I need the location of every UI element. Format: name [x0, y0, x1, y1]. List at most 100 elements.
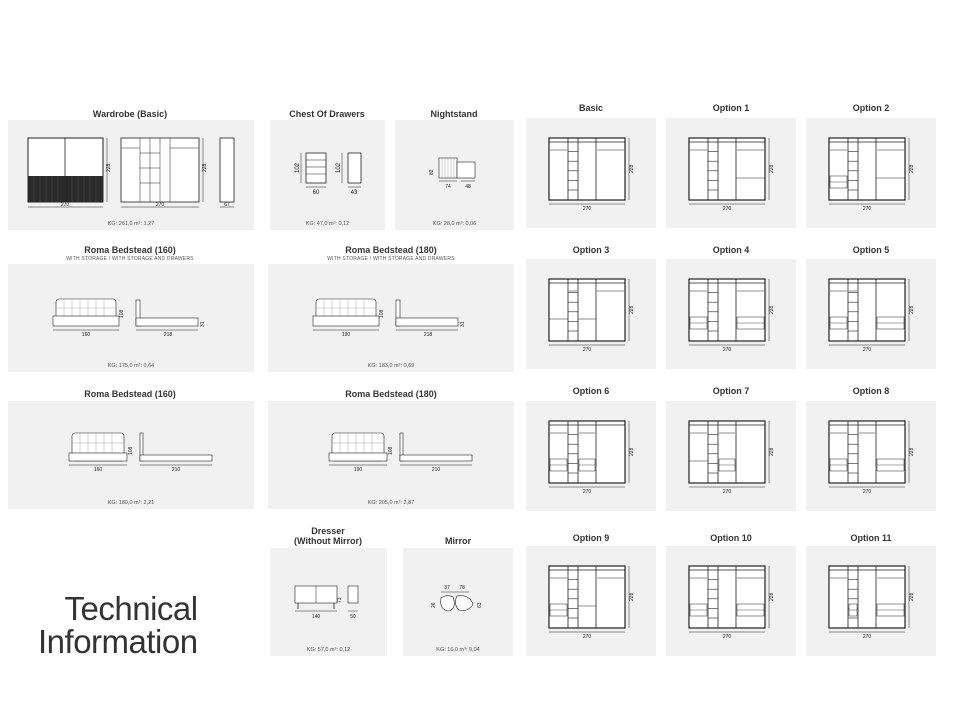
option-card-4: 270 228 — [666, 259, 796, 369]
svg-text:108: 108 — [388, 446, 394, 455]
option-wardrobe-drawing: 270 228 — [828, 137, 915, 212]
nightstand-info: KG: 28,0 m³: 0,06 — [432, 221, 477, 227]
bedstead-180-storage-subtitle: WITH STORAGE / WITH STORAGE AND DRAWERS — [327, 256, 455, 262]
option-title-11: Option 11 — [850, 533, 892, 543]
nightstand-card: 82 74 48 KG: 28,0 m³: 0,06 — [395, 120, 514, 230]
bedstead-160-drawing: 160 108 210 — [68, 432, 213, 473]
svg-text:190: 190 — [354, 467, 363, 473]
page-title-line-2: Information — [38, 623, 198, 660]
option-height-dim: 228 — [629, 592, 635, 601]
option-width-dim: 270 — [723, 489, 732, 495]
option-height-dim: 228 — [629, 305, 635, 314]
option-title-3: Option 3 — [572, 245, 610, 255]
option-title-8: Option 8 — [852, 386, 890, 396]
svg-text:210: 210 — [172, 467, 181, 473]
nightstand-title: Nightstand — [430, 109, 478, 119]
svg-text:218: 218 — [164, 332, 173, 338]
svg-text:26: 26 — [431, 602, 437, 608]
option-width-dim: 270 — [863, 634, 872, 640]
option-card-0: 270 228 — [526, 118, 656, 228]
page-title-line-1: Technical — [64, 590, 199, 627]
bedstead-160-storage-info: KG: 175,0 m³: 0,64 — [107, 363, 155, 369]
dresser-info: KG: 57,0 m³: 0,12 — [306, 647, 351, 653]
option-height-dim: 228 — [909, 592, 915, 601]
option-width-dim: 270 — [583, 489, 592, 495]
svg-text:67: 67 — [224, 202, 230, 208]
option-title-4: Option 4 — [712, 245, 750, 255]
svg-text:78: 78 — [459, 585, 465, 591]
option-width-dim: 270 — [583, 634, 592, 640]
option-width-dim: 270 — [583, 206, 592, 212]
option-height-dim: 228 — [629, 447, 635, 456]
option-title-5: Option 5 — [852, 245, 890, 255]
bedstead-160-card: 160 108 210 KG: 180,0 m³: 2,21 — [8, 401, 254, 509]
option-height-dim: 228 — [769, 592, 775, 601]
option-height-dim: 228 — [909, 305, 915, 314]
bedstead-180-title: Roma Bedstead (180) — [345, 389, 437, 399]
option-card-3: 270 228 — [526, 259, 656, 369]
bedstead-180-info: KG: 205,0 m³: 2,87 — [367, 500, 415, 506]
option-title-10: Option 10 — [710, 533, 752, 543]
option-wardrobe-drawing: 270 228 — [688, 420, 775, 495]
bedstead-160-storage-title: Roma Bedstead (160) — [84, 245, 176, 255]
svg-text:82: 82 — [429, 169, 435, 175]
option-height-dim: 228 — [769, 164, 775, 173]
chest-of-drawers-card: 102 60 102 43 KG: 47,0 m³: 0,12 — [270, 120, 385, 230]
option-wardrobe-drawing: 270 228 — [548, 278, 635, 353]
wardrobe-title: Wardrobe (Basic) — [92, 109, 168, 119]
option-width-dim: 270 — [723, 206, 732, 212]
option-title-1: Option 1 — [712, 103, 750, 113]
mirror-drawing: 37 78 26 63 — [431, 585, 483, 612]
option-title-2: Option 2 — [852, 103, 890, 113]
option-card-6: 270 228 — [526, 401, 656, 511]
svg-text:108: 108 — [119, 309, 125, 318]
option-width-dim: 270 — [863, 206, 872, 212]
svg-text:63: 63 — [477, 602, 483, 608]
option-width-dim: 270 — [583, 347, 592, 353]
option-width-dim: 270 — [723, 347, 732, 353]
page-title: Technical Information — [38, 592, 198, 658]
option-title-6: Option 6 — [572, 386, 610, 396]
svg-text:43: 43 — [351, 190, 358, 196]
svg-text:37: 37 — [444, 585, 450, 591]
option-wardrobe-drawing: 270 228 — [548, 420, 635, 495]
option-card-1: 270 228 — [666, 118, 796, 228]
svg-text:31: 31 — [200, 321, 206, 327]
bedstead-180-storage-info: KG: 183,0 m³: 0,69 — [367, 363, 415, 369]
svg-text:140: 140 — [312, 614, 321, 620]
option-title-basic: Basic — [578, 103, 604, 113]
option-wardrobe-drawing: 270 228 — [688, 137, 775, 212]
bedstead-180-storage-card: 190 108 218 31 KG: 183,0 m³: 0,69 — [268, 264, 514, 372]
option-card-9: 270 228 — [526, 546, 656, 656]
svg-text:160: 160 — [94, 467, 103, 473]
bedstead-160-title: Roma Bedstead (160) — [84, 389, 176, 399]
svg-text:102: 102 — [336, 162, 342, 173]
bedstead-160-storage-subtitle: WITH STORAGE / WITH STORAGE AND DRAWERS — [66, 256, 194, 262]
option-height-dim: 228 — [769, 305, 775, 314]
dresser-card: 140 73 50 KG: 57,0 m³: 0,12 — [270, 548, 387, 656]
mirror-card: 37 78 26 63 KG: 16,0 m³: 0,04 — [403, 548, 513, 656]
svg-text:160: 160 — [82, 332, 91, 338]
wardrobe-info: KG: 261,0 m³: 1,27 — [107, 221, 155, 227]
svg-text:108: 108 — [379, 309, 385, 318]
option-wardrobe-drawing: 270 228 — [688, 278, 775, 353]
option-card-2: 270 228 — [806, 118, 936, 228]
option-height-dim: 228 — [769, 447, 775, 456]
option-wardrobe-drawing: 270 228 — [548, 137, 635, 212]
wardrobe-width-dim: 270 — [61, 202, 70, 208]
option-title-7: Option 7 — [712, 386, 750, 396]
chest-of-drawers-title: Chest Of Drawers — [289, 109, 365, 119]
wardrobe-drawing: 270 228 270 228 67 — [27, 137, 235, 208]
wardrobe-card: 270 228 270 228 67 KG: 261,0 m³: 1,27 — [8, 120, 254, 230]
svg-text:270: 270 — [156, 202, 165, 208]
option-height-dim: 228 — [629, 164, 635, 173]
option-wardrobe-drawing: 270 228 — [828, 565, 915, 640]
svg-text:108: 108 — [128, 446, 134, 455]
svg-text:190: 190 — [342, 332, 351, 338]
option-card-11: 270 228 — [806, 546, 936, 656]
mirror-info: KG: 16,0 m³: 0,04 — [436, 647, 480, 653]
bedstead-160-info: KG: 180,0 m³: 2,21 — [107, 500, 155, 506]
option-height-dim: 228 — [909, 164, 915, 173]
